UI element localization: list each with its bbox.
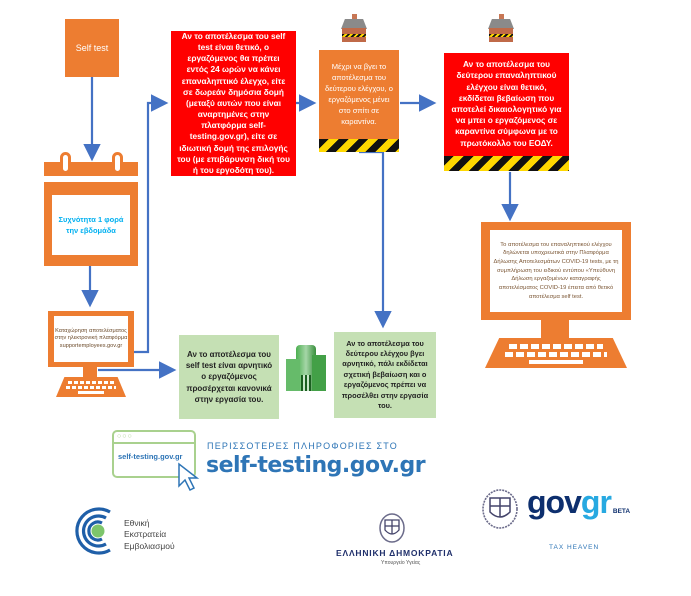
self-test-box: Self test xyxy=(65,19,119,77)
positive-result-box: Αν το αποτέλεσμα του self test είναι θετ… xyxy=(171,31,296,176)
campaign-line-1: Εθνική xyxy=(124,518,150,528)
negative-result-box: Αν το αποτέλεσμα του self test είναι αρν… xyxy=(179,335,279,419)
house-icon xyxy=(486,14,516,44)
vaccination-campaign-logo-icon xyxy=(75,507,111,555)
campaign-line-3: Εμβολιασμού xyxy=(124,540,175,551)
taxheaven-text: TAX HEAVEN xyxy=(549,544,600,551)
ministry-text: Υπουργείο Υγείας xyxy=(381,560,421,566)
calendar-icon: Συχνότητα 1 φορά την εβδομάδα xyxy=(44,152,138,266)
declare-text: Το αποτέλεσμα του επαναληπτικού ελέγχου … xyxy=(493,241,619,300)
building-icon xyxy=(284,345,328,393)
govgr-gr: gr xyxy=(580,484,612,520)
self-test-label: Self test xyxy=(75,43,109,53)
keyboard-icon xyxy=(485,338,627,368)
arrow-quarantine-to-second-negative xyxy=(359,150,392,329)
calendar-frequency-text: Συχνότητα 1 φορά την εβδομάδα xyxy=(58,214,124,235)
register-text: Καταχώρηση αποτελέσματος στην ηλεκτρονικ… xyxy=(54,327,128,349)
register-computer: Καταχώρηση αποτελέσματος στην ηλεκτρονικ… xyxy=(48,311,136,399)
quarantine-box: Μέχρι να βγει το αποτέλεσμα του δεύτερου… xyxy=(319,50,399,152)
browser-icon: ○○○ self-testing.gov.gr xyxy=(112,430,196,478)
campaign-line-2: Εκστρατεία xyxy=(124,529,167,540)
house-icon xyxy=(339,14,369,44)
positive-result-text: Αν το αποτέλεσμα του self test είναι θετ… xyxy=(177,30,290,176)
hellenic-republic-text: ΕΛΛΗΝΙΚΗ ΔΗΜΟΚΡΑΤΙΑ xyxy=(336,548,454,558)
second-negative-box: Αν το αποτέλεσμα του δεύτερου ελέγχου βγ… xyxy=(334,332,436,418)
negative-result-text: Αν το αποτέλεσμα του self test είναι αρν… xyxy=(185,350,273,404)
footer-logos: ○○○ self-testing.gov.gr ΠΕΡΙΣΣΟΤΕΡΕΣ ΠΛΗ… xyxy=(44,428,644,596)
greek-emblem-icon xyxy=(482,489,518,529)
cursor-icon xyxy=(178,462,200,492)
arrow-register-to-positive xyxy=(133,94,169,354)
browser-url-text: self-testing.gov.gr xyxy=(118,452,183,461)
quarantine-text: Μέχρι να βγει το αποτέλεσμα του δεύτερου… xyxy=(325,62,393,126)
second-positive-text: Αν το αποτέλεσμα του δεύτερου επαναληπτι… xyxy=(451,59,562,148)
declare-computer: Το αποτέλεσμα του επαναληπτικού ελέγχου … xyxy=(481,222,631,368)
second-negative-text: Αν το αποτέλεσμα του δεύτερου ελέγχου βγ… xyxy=(341,338,429,410)
hazard-stripes xyxy=(319,139,399,152)
site-link[interactable]: self-testing.gov.gr xyxy=(206,453,426,478)
more-info-text: ΠΕΡΙΣΣΟΤΕΡΕΣ ΠΛΗΡΟΦΟΡΙΕΣ ΣΤΟ xyxy=(207,441,398,451)
hazard-stripes xyxy=(444,156,569,171)
greek-emblem-icon xyxy=(379,513,405,543)
keyboard-icon xyxy=(56,377,126,397)
govgr-gov: gov xyxy=(527,484,582,520)
second-positive-box: Αν το αποτέλεσμα του δεύτερου επαναληπτι… xyxy=(444,53,569,171)
govgr-beta: BETA xyxy=(612,508,631,515)
